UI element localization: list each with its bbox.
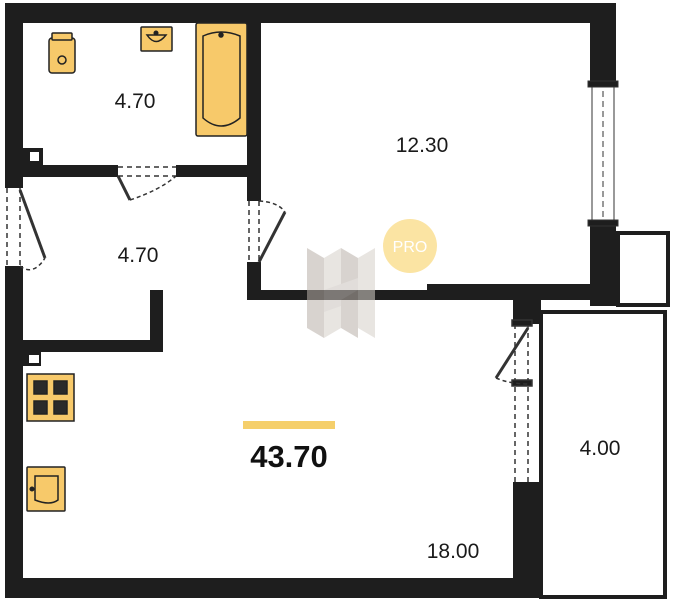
total-area-accent-bar	[243, 421, 335, 429]
bedroom-door	[248, 200, 287, 263]
bathroom-door	[116, 166, 177, 201]
toilet-icon	[48, 32, 76, 74]
pro-badge-label: PRO	[393, 239, 428, 256]
room-area-living-kitchen: 18.00	[427, 540, 480, 563]
wall-notch	[29, 355, 39, 363]
entrance-door	[6, 188, 47, 271]
bedroom-window	[587, 80, 619, 227]
room-area-bathroom: 4.70	[115, 90, 156, 113]
kitchen-sink-icon	[26, 466, 66, 512]
total-area: 43.70	[250, 439, 328, 474]
wall-notch	[30, 152, 39, 161]
room-area-balcony: 4.00	[580, 437, 621, 460]
room-area-bedroom: 12.30	[396, 134, 449, 157]
balcony-door	[494, 319, 533, 482]
bathtub-icon	[195, 22, 248, 137]
room-area-hallway: 4.70	[118, 244, 159, 267]
balcony-outline	[539, 231, 670, 599]
watermark-logo	[307, 248, 375, 338]
stove-icon	[26, 373, 75, 422]
walls	[5, 3, 616, 598]
sink-icon	[140, 26, 173, 52]
pro-badge	[383, 219, 437, 273]
